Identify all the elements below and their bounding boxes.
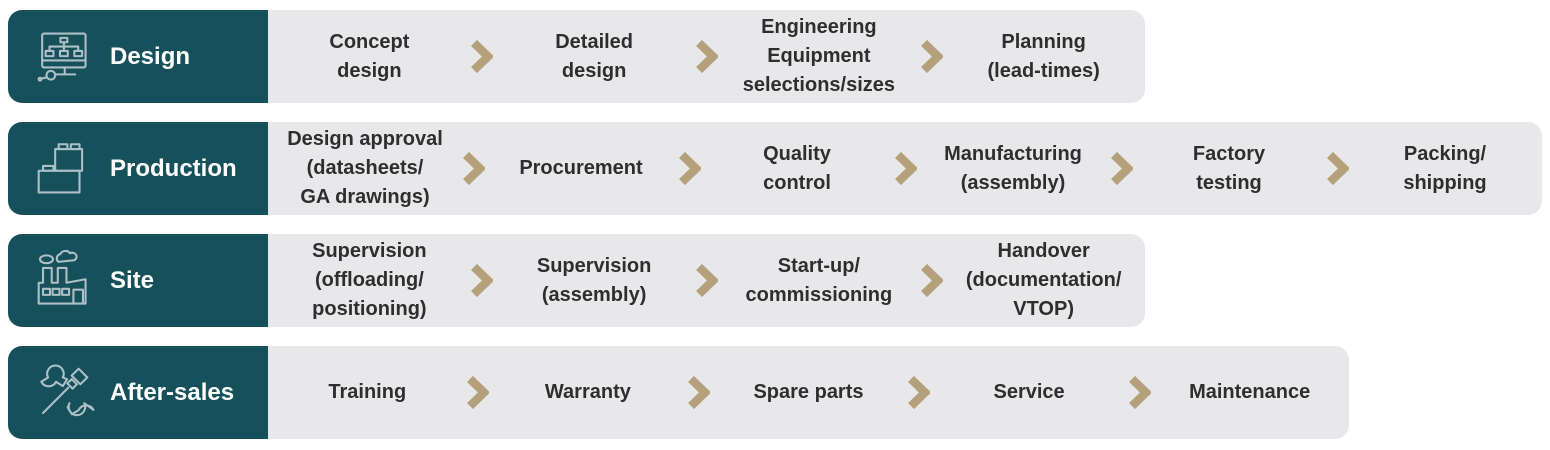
steps-track-production: Design approval (datasheets/ GA drawings… [268,122,1542,215]
stage-label-text: After-sales [110,378,235,406]
process-step: Warranty [544,381,631,403]
chevron-right-icon [892,376,946,409]
chevron-right-icon [671,376,725,409]
stage-label-text: Design [110,42,191,70]
process-step: Planning (lead-times) [987,30,1100,82]
process-step: Supervision (offloading/ positioning) [312,240,427,320]
chevron-right-icon [455,40,509,73]
process-row-production: Production Design approval (datasheets/ … [8,122,1550,215]
building-blocks-icon [30,133,96,205]
chevron-right-icon [455,264,509,297]
process-step: Handover (documentation/ VTOP) [965,240,1122,320]
chevron-right-icon [878,152,932,185]
chevron-right-icon [446,152,500,185]
chevron-right-icon [1310,152,1364,185]
stage-label-box-design: Design [8,10,268,103]
chevron-right-icon [904,40,958,73]
stage-label-box-site: Site [8,234,268,327]
factory-icon [30,245,96,317]
process-row-site: Site Supervision (offloading/ positionin… [8,234,1550,327]
process-step: Concept design [329,30,410,82]
chevron-right-icon [1112,376,1166,409]
stage-label-box-after-sales: After-sales [8,346,268,439]
steps-track-after-sales: Training Warranty Spare parts Service Ma… [268,346,1349,439]
process-step: Design approval (datasheets/ GA drawings… [287,128,443,208]
stage-label-text: Production [110,154,237,182]
process-step: Service [993,381,1065,403]
process-step: Start-up/ commissioning [745,254,893,306]
process-step: Maintenance [1189,381,1311,403]
chevron-right-icon [662,152,716,185]
process-row-design: Design Concept design Detailed design En… [8,10,1550,103]
steps-track-site: Supervision (offloading/ positioning) Su… [268,234,1145,327]
process-step: Supervision (assembly) [536,254,652,306]
process-step: Spare parts [753,381,864,403]
chevron-right-icon [1094,152,1148,185]
process-step: Engineering Equipment selections/sizes [742,16,896,96]
chevron-right-icon [904,264,958,297]
process-step: Factory testing [1192,142,1266,194]
process-step: Manufacturing (assembly) [944,142,1082,194]
steps-track-design: Concept design Detailed design Engineeri… [268,10,1145,103]
stage-label-text: Site [110,266,155,294]
chevron-right-icon [680,264,734,297]
process-step: Training [328,381,407,403]
process-row-after-sales: After-sales Training Warranty Spare part… [8,346,1550,439]
wrench-screwdriver-icon [30,357,96,429]
chevron-right-icon [451,376,505,409]
monitor-flowchart-icon [30,21,96,93]
process-step: Detailed design [555,30,634,82]
chevron-right-icon [680,40,734,73]
process-step: Procurement [519,157,643,179]
stage-label-box-production: Production [8,122,268,215]
process-step: Packing/ shipping [1403,142,1487,194]
process-step: Quality control [763,142,831,194]
